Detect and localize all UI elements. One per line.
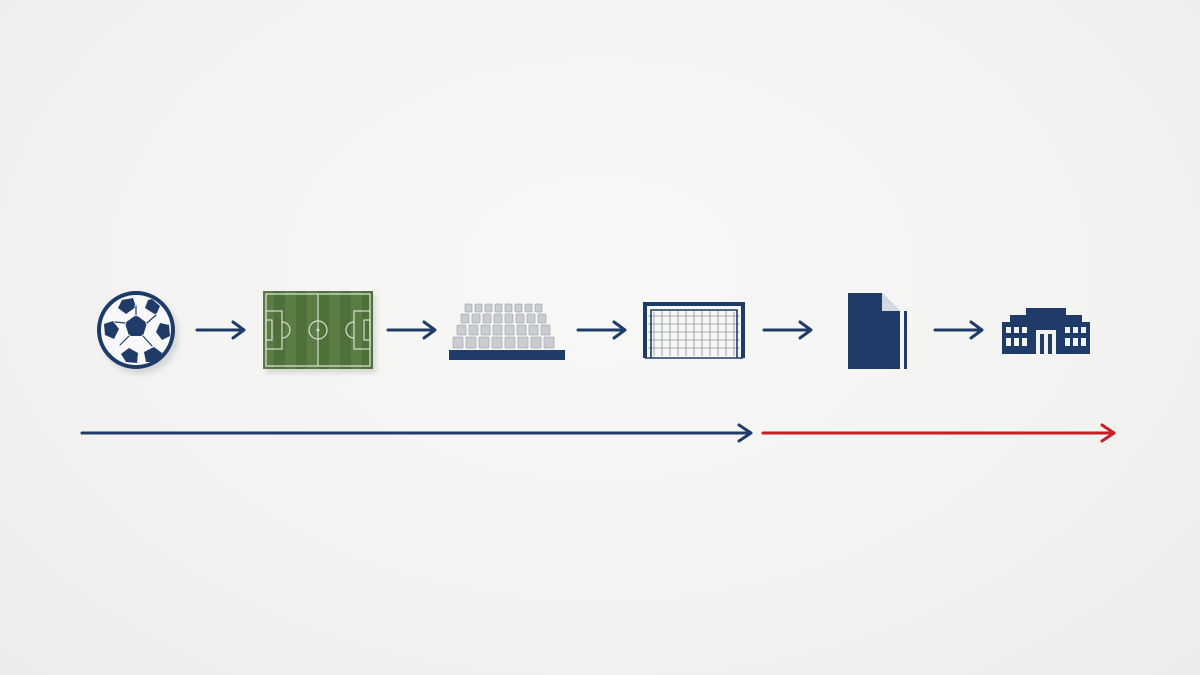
- flow-arrow-4: [762, 318, 816, 342]
- stadium-seats-icon: [447, 300, 567, 362]
- flow-arrow-2: [386, 318, 440, 342]
- soccer-pitch-icon: [262, 290, 374, 370]
- document-icon: [838, 289, 908, 371]
- flow-arrow-1: [195, 318, 249, 342]
- soccer-ball-icon: [96, 290, 182, 376]
- flow-arrow-5: [933, 318, 987, 342]
- timeline-phase-1-arrow: [80, 421, 756, 445]
- flow-arrow-3: [576, 318, 630, 342]
- building-icon: [1000, 306, 1092, 356]
- goal-net-icon: [642, 300, 746, 362]
- timeline-phase-2-arrow: [761, 421, 1119, 445]
